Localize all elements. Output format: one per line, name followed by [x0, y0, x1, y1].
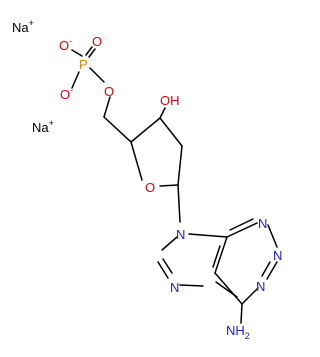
phosphate-oxygen-anion-bottom: O- — [60, 85, 73, 102]
atom-labels: Na+ Na+ O- O- O P O OH O N N N N N NH2 — [12, 18, 282, 341]
nitrogen-n9: N — [176, 227, 185, 242]
phosphate-oxygen-anion-top: O- — [59, 36, 72, 53]
nitrogen-n7: N — [256, 279, 265, 294]
amino-group: NH2 — [226, 323, 250, 341]
nitrogen-n1: N — [258, 216, 267, 231]
ring-oxygen: O — [145, 180, 155, 195]
phosphorus-atom: P — [79, 57, 88, 72]
bonds — [71, 46, 278, 324]
nitrogen-n3: N — [273, 248, 282, 263]
hydroxyl-group: OH — [160, 93, 180, 108]
sodium-ion-1: Na+ — [12, 18, 34, 35]
phosphate-oxygen-double: O — [92, 34, 102, 49]
molecule-structure: Na+ Na+ O- O- O P O OH O N N N N N NH2 — [12, 18, 282, 341]
nitrogen-n7b: N — [170, 280, 179, 295]
ester-oxygen: O — [104, 84, 114, 99]
sodium-ion-2: Na+ — [32, 118, 54, 135]
